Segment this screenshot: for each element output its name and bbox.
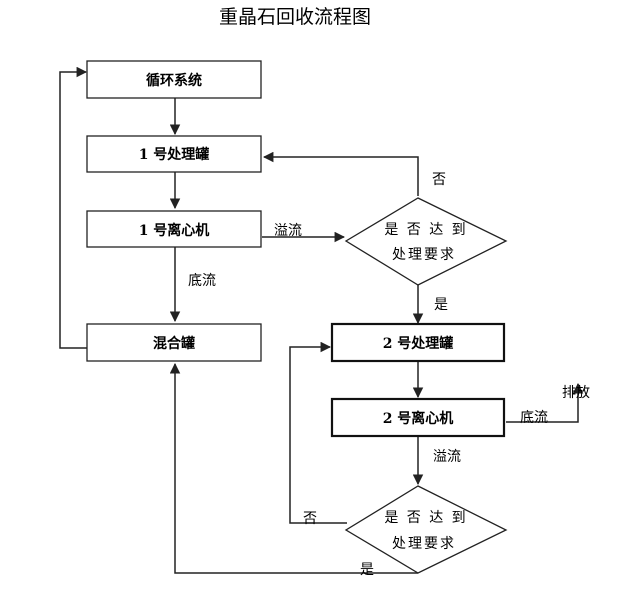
node-centrifuge1-label: 1 号离心机	[139, 222, 210, 239]
edge-check1-no	[262, 151, 419, 196]
node-recycle-system: 循环系统	[86, 60, 262, 99]
decision-check2-line2: 处理要求	[392, 536, 456, 552]
node-mixing-tank: 混合罐	[86, 323, 262, 362]
node-tank2: 2 号处理罐	[330, 322, 506, 363]
label-yes-1: 是	[434, 297, 448, 313]
decision-check1-line2: 处理要求	[392, 247, 456, 263]
node-centrifuge1: 1 号离心机	[86, 210, 262, 248]
diagram-title: 重晶石回收流程图	[219, 6, 371, 28]
label-no-1: 否	[432, 172, 446, 188]
node-centrifuge2: 2 号离心机	[330, 397, 506, 438]
node-centrifuge2-label: 2 号离心机	[383, 410, 454, 427]
label-yes-2: 是	[360, 562, 374, 578]
label-underflow-2: 底流	[520, 410, 548, 426]
node-recycle-system-label: 循环系统	[146, 72, 202, 89]
edge-centrifuge2-discharge	[506, 382, 584, 423]
edge-check2-no	[289, 341, 347, 524]
edge-mixing-to-recycle	[59, 66, 88, 349]
label-underflow-1: 底流	[188, 273, 216, 289]
label-overflow-2: 溢流	[433, 449, 461, 465]
decision-check2-line1: 是 否 达 到	[384, 510, 467, 526]
decision-check1-line1: 是 否 达 到	[384, 222, 467, 238]
label-discharge: 排放	[562, 385, 590, 401]
node-tank1: 1 号处理罐	[86, 135, 262, 173]
node-tank2-label: 2 号处理罐	[383, 335, 454, 352]
node-mixing-tank-label: 混合罐	[153, 335, 195, 352]
label-overflow-1: 溢流	[274, 223, 302, 239]
decision-check1: 是 否 达 到 处理要求	[344, 197, 508, 286]
decision-check2: 是 否 达 到 处理要求	[344, 485, 508, 574]
node-tank1-label: 1 号处理罐	[139, 146, 210, 163]
edge-check2-yes	[169, 362, 418, 574]
label-no-2: 否	[303, 511, 317, 527]
